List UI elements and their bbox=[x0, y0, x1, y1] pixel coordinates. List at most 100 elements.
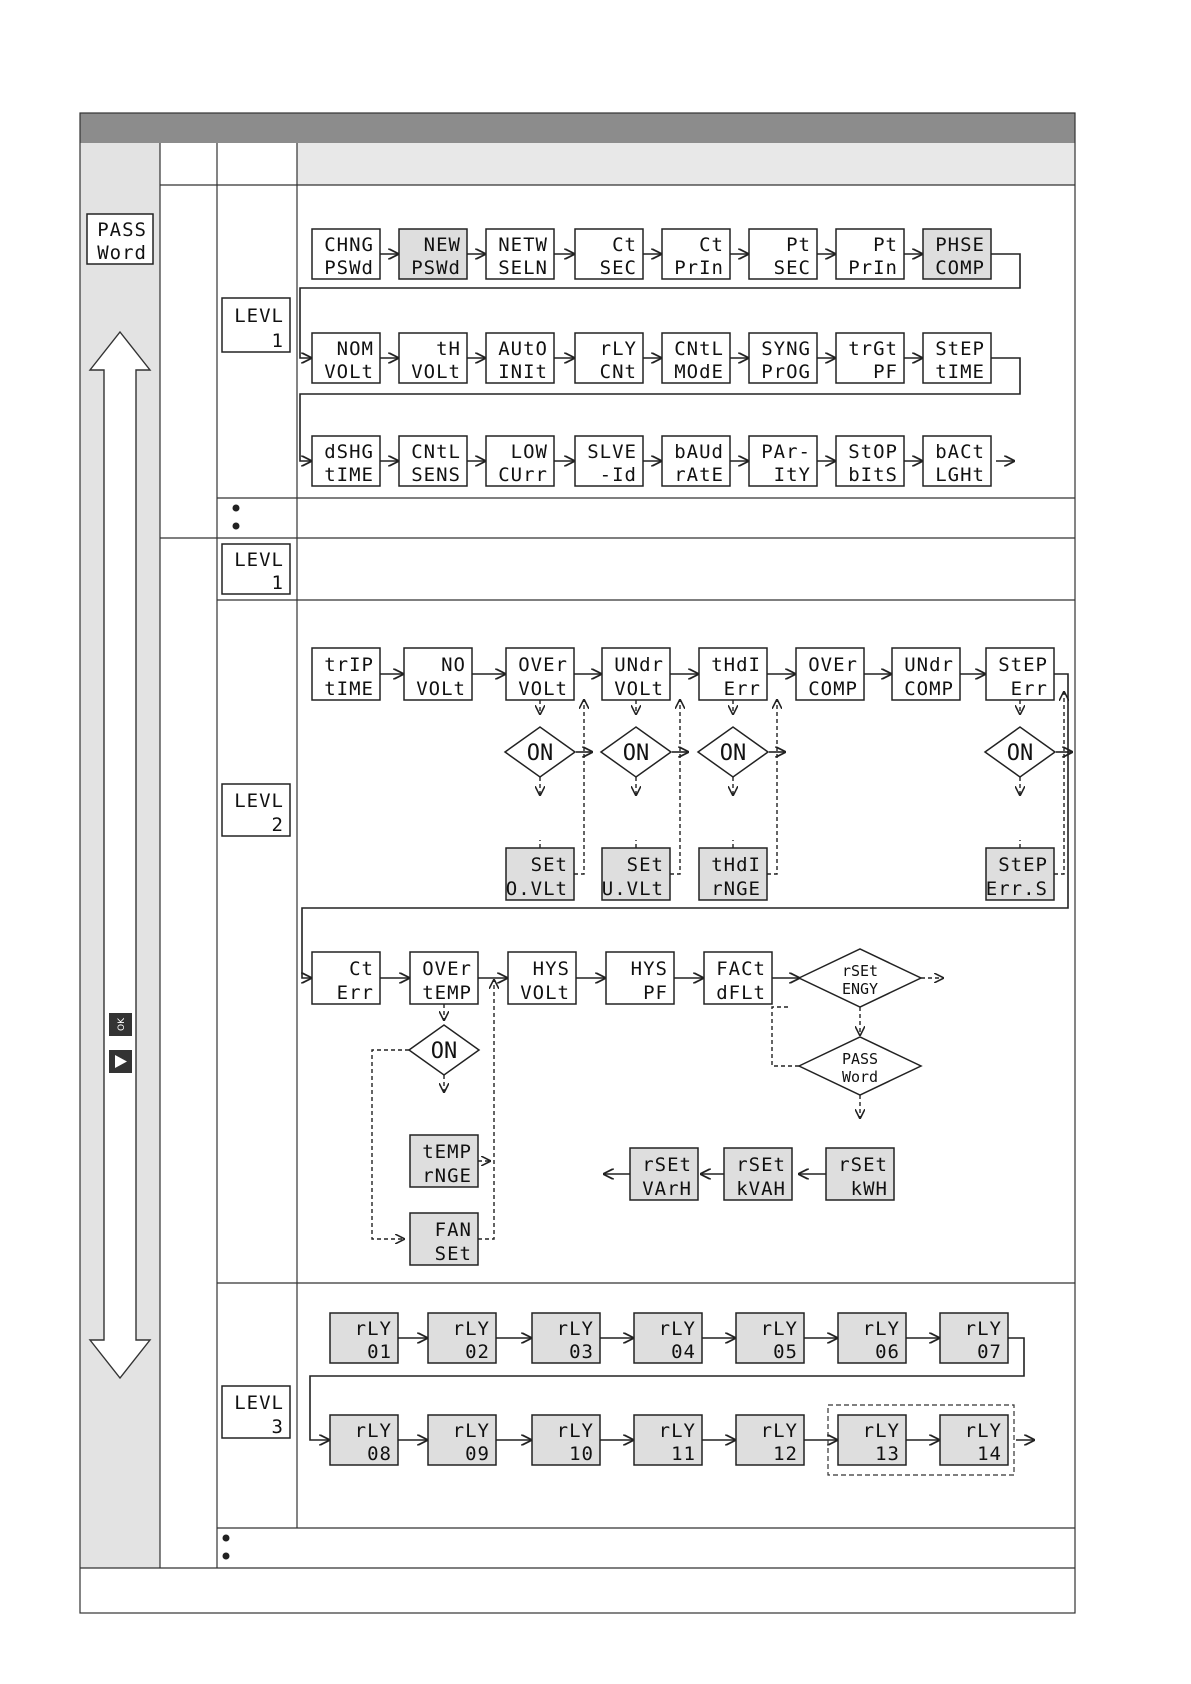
lcd-line-1: rLY bbox=[659, 1318, 696, 1340]
lcd-line-1: rLY bbox=[557, 1318, 594, 1340]
lcd-line-2: bItS bbox=[848, 464, 898, 486]
lcd-line-1: Ct bbox=[612, 234, 637, 256]
lcd-line-2: Err bbox=[337, 982, 374, 1004]
diamond-text: Word bbox=[842, 1068, 878, 1086]
lcd-line-1: SEt bbox=[627, 854, 664, 876]
lcd-line-2: Err.S bbox=[986, 878, 1048, 900]
lcd-line-2: PF bbox=[643, 982, 668, 1004]
lcd-line-1: NETW bbox=[498, 234, 548, 256]
lcd-line-1: tHdI bbox=[711, 854, 761, 876]
header-bar bbox=[80, 113, 1075, 143]
lcd-line-2: 14 bbox=[977, 1443, 1002, 1465]
lcd-line-2: 07 bbox=[977, 1341, 1002, 1363]
table-border bbox=[79, 112, 1076, 1614]
diamond-text: ON bbox=[1007, 741, 1034, 766]
diamond-text: ON bbox=[431, 1039, 458, 1064]
level-number: 1 bbox=[272, 330, 284, 352]
level-number: 3 bbox=[272, 1416, 284, 1438]
lcd-line-1: rLY bbox=[453, 1420, 490, 1442]
lcd-line-1: CNtL bbox=[411, 441, 461, 463]
lcd-line-1: rLY bbox=[863, 1318, 900, 1340]
lcd-line-2: 09 bbox=[465, 1443, 490, 1465]
lcd-line-1: UNdr bbox=[614, 654, 664, 676]
on-diamond: ON bbox=[696, 726, 770, 778]
lcd-line-2: PF bbox=[873, 361, 898, 383]
play-key-icon bbox=[109, 1050, 132, 1073]
lcd-line-2: tIME bbox=[324, 678, 374, 700]
bullet-dot bbox=[222, 1552, 230, 1560]
lcd-line-1: tHdI bbox=[711, 654, 761, 676]
lcd-line-1: PHSE bbox=[935, 234, 985, 256]
header-row bbox=[297, 143, 1075, 185]
lcd-line-1: bACt bbox=[935, 441, 985, 463]
lcd-line-1: Ct bbox=[349, 958, 374, 980]
lcd-line-1: tEMP bbox=[422, 1141, 472, 1163]
lcd-line-1: PASS bbox=[97, 219, 147, 241]
lcd-line-1: rLY bbox=[965, 1420, 1002, 1442]
lcd-line-2: 03 bbox=[569, 1341, 594, 1363]
lcd-line-1: Ct bbox=[699, 234, 724, 256]
lcd-line-2: VOLt bbox=[518, 678, 568, 700]
lcd-line-1: NO bbox=[441, 654, 466, 676]
on-diamond: ON bbox=[503, 726, 577, 778]
menu-display: PAr-ItY bbox=[748, 435, 818, 487]
ok-key-icon: OK bbox=[109, 1013, 132, 1036]
lcd-line-1: FACt bbox=[716, 958, 766, 980]
lcd-line-2: rNGE bbox=[422, 1165, 472, 1187]
lcd-line-1: StEP bbox=[998, 854, 1048, 876]
lcd-line-2: tEMP bbox=[422, 982, 472, 1004]
lcd-line-2: 08 bbox=[367, 1443, 392, 1465]
level-label: LEVL bbox=[234, 549, 284, 571]
lcd-line-2: 11 bbox=[671, 1443, 696, 1465]
lcd-line-2: kWH bbox=[851, 1178, 888, 1200]
lcd-line-1: rLY bbox=[761, 1318, 798, 1340]
lcd-line-1: trIP bbox=[324, 654, 374, 676]
lcd-line-2: VOLt bbox=[324, 361, 374, 383]
level-label: LEVL bbox=[234, 1392, 284, 1414]
lcd-line-2: dFLt bbox=[716, 982, 766, 1004]
lcd-line-2: COMP bbox=[808, 678, 858, 700]
level-number: 2 bbox=[272, 814, 284, 836]
bullet-dot bbox=[232, 522, 240, 530]
lcd-line-2: 06 bbox=[875, 1341, 900, 1363]
lcd-line-1: OVEr bbox=[808, 654, 858, 676]
lcd-line-2: SENS bbox=[411, 464, 461, 486]
on-diamond: ON bbox=[599, 726, 673, 778]
on-diamond: ON bbox=[983, 726, 1057, 778]
lcd-line-2: SELN bbox=[498, 257, 548, 279]
lcd-line-1: NEW bbox=[424, 234, 461, 256]
lcd-line-2: PSWd bbox=[324, 257, 374, 279]
diamond-text: ON bbox=[720, 741, 747, 766]
lcd-line-2: PrIn bbox=[674, 257, 724, 279]
lcd-line-1: SYNG bbox=[761, 338, 811, 360]
lcd-line-2: Word bbox=[97, 242, 147, 264]
